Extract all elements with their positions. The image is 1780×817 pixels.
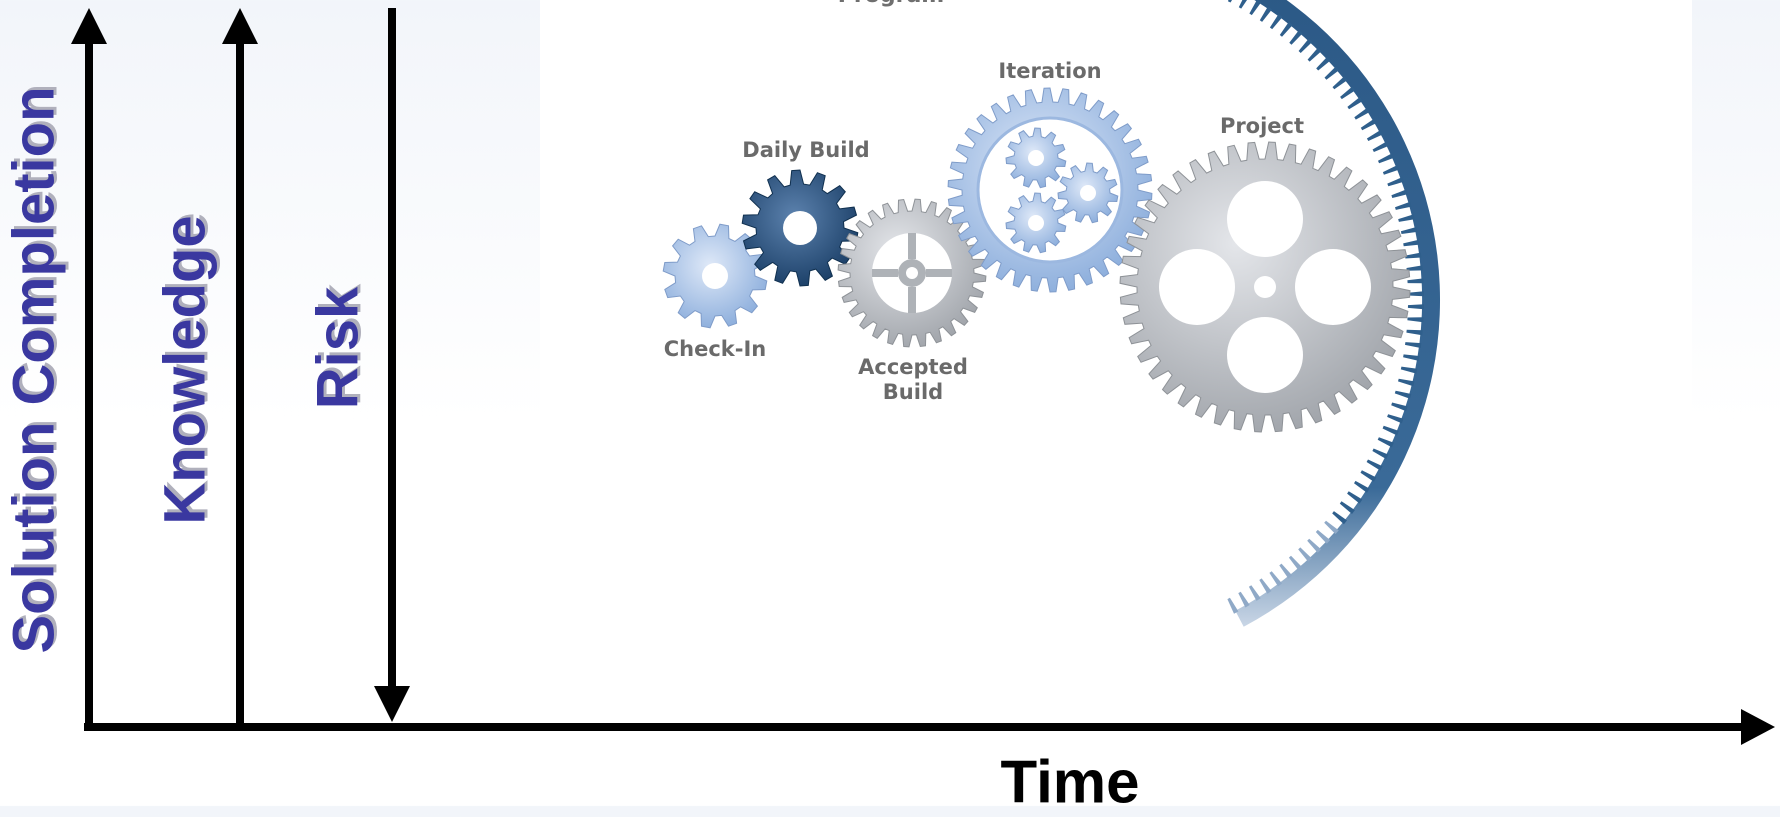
program-ring-tooth bbox=[1307, 538, 1322, 553]
iteration-gear bbox=[947, 87, 1153, 293]
program-ring-tooth bbox=[1259, 578, 1272, 594]
program-ring-tooth bbox=[1372, 448, 1389, 460]
program-ring-tooth bbox=[1360, 470, 1377, 482]
program-ring-tooth bbox=[1340, 86, 1356, 100]
program-ring-tooth bbox=[1378, 153, 1395, 164]
program-ring-tooth bbox=[1249, 0, 1262, 16]
risk-label: Risk bbox=[305, 286, 371, 410]
program-ring-tooth bbox=[1398, 378, 1415, 387]
program-ring-tooth bbox=[1347, 96, 1363, 110]
iteration-label: Iteration bbox=[998, 59, 1101, 83]
program-ring-tooth bbox=[1288, 555, 1303, 571]
project-label: Project bbox=[1220, 114, 1304, 138]
program-ring-tooth bbox=[1279, 563, 1293, 579]
program-ring-tooth bbox=[1227, 597, 1239, 614]
program-ring-tooth bbox=[1398, 214, 1415, 222]
time-label: Time bbox=[1000, 748, 1140, 816]
program-ring-tooth bbox=[1269, 14, 1283, 30]
accepted-build-gear bbox=[837, 198, 987, 348]
program-ring-tooth bbox=[1269, 571, 1283, 587]
knowledge-arrowhead bbox=[222, 8, 258, 44]
program-ring-tooth bbox=[1298, 38, 1313, 53]
risk-arrowhead bbox=[374, 686, 410, 722]
accepted-build-label-line2: Build bbox=[883, 380, 943, 404]
program-ring-tooth bbox=[1360, 118, 1377, 131]
check-in-gear bbox=[662, 223, 768, 329]
program-ring-tooth bbox=[1405, 252, 1422, 259]
program-ring-tooth bbox=[1403, 239, 1420, 247]
solution-completion-arrowhead bbox=[71, 8, 107, 44]
program-ring-tooth bbox=[1407, 291, 1424, 297]
program-ring-tooth bbox=[1407, 317, 1424, 323]
program-ring-tooth bbox=[1387, 177, 1404, 187]
program-ring-tooth bbox=[1395, 201, 1412, 210]
program-ring-tooth bbox=[1406, 265, 1423, 271]
time-arrowhead bbox=[1741, 709, 1775, 745]
program-ring-tooth bbox=[1289, 30, 1303, 45]
program-ring-tooth bbox=[1407, 304, 1424, 310]
program-ring-tooth bbox=[1377, 437, 1394, 448]
program-ring-tooth bbox=[1405, 342, 1422, 348]
program-ring-tooth bbox=[1391, 402, 1408, 412]
program-ring-tooth bbox=[1394, 390, 1412, 399]
program-ring-tooth bbox=[1400, 366, 1418, 374]
daily-build-label: Daily Build bbox=[742, 138, 869, 162]
knowledge-label: Knowledge bbox=[152, 215, 218, 525]
program-ring-tooth bbox=[1372, 141, 1389, 152]
program-ring-tooth bbox=[1332, 76, 1348, 90]
axes bbox=[71, 8, 1775, 745]
program-ring-tooth bbox=[1339, 501, 1355, 514]
daily-build-gear bbox=[741, 169, 859, 287]
program-ring-tooth bbox=[1307, 47, 1322, 62]
program-ring-tooth bbox=[1407, 278, 1424, 284]
program-ring-tooth bbox=[1366, 130, 1383, 141]
program-ring-tooth bbox=[1259, 6, 1272, 22]
program-ring-tooth bbox=[1354, 480, 1370, 493]
program-ring-tooth bbox=[1403, 354, 1420, 361]
program-ring-tooth bbox=[1406, 329, 1423, 336]
program-ring-tooth bbox=[1324, 520, 1339, 535]
program-ring-tooth bbox=[1298, 547, 1312, 562]
solution-completion-label: Solution Completion bbox=[1, 86, 67, 654]
illustration-panel bbox=[540, 0, 1692, 650]
program-ring-tooth bbox=[1238, 0, 1248, 9]
program-ring-tooth bbox=[1400, 227, 1418, 234]
accepted-build-label-line1: Accepted bbox=[858, 355, 968, 379]
program-ring-tooth bbox=[1316, 56, 1331, 71]
program-ring-tooth bbox=[1382, 165, 1400, 175]
program-ring-tooth bbox=[1227, 0, 1233, 3]
check-in-label: Check-In bbox=[664, 337, 767, 361]
program-label: Program bbox=[838, 0, 944, 8]
program-ring-tooth bbox=[1382, 425, 1399, 436]
program-ring-tooth bbox=[1248, 585, 1261, 601]
program-ring-tooth bbox=[1387, 414, 1404, 424]
program-ring-tooth bbox=[1354, 107, 1370, 120]
program-ring-gear bbox=[1227, 0, 1440, 627]
program-ring-tooth bbox=[1347, 491, 1363, 504]
project-gear bbox=[1119, 141, 1411, 433]
program-ring-tooth bbox=[1279, 21, 1293, 37]
program-ring-tooth bbox=[1391, 189, 1408, 198]
program-ring-tooth bbox=[1238, 591, 1250, 608]
program-ring-tooth bbox=[1315, 529, 1331, 544]
program-ring-tooth bbox=[1366, 459, 1383, 471]
program-ring-tooth bbox=[1324, 66, 1340, 80]
program-ring-tooth bbox=[1332, 511, 1347, 525]
